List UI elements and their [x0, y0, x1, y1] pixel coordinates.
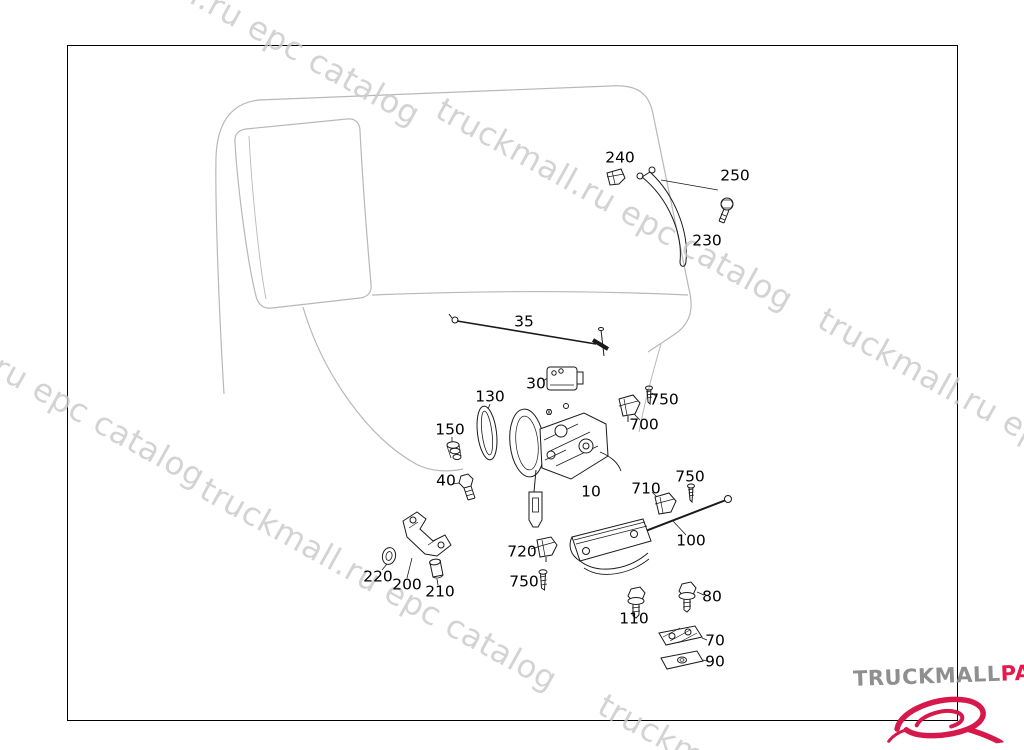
part-label-100[interactable]: 100 [676, 531, 706, 550]
part-label-35[interactable]: 35 [514, 312, 534, 331]
part-label-720[interactable]: 720 [507, 542, 537, 561]
part-label-110[interactable]: 110 [619, 609, 649, 628]
part-label-70[interactable]: 70 [705, 631, 725, 650]
part-label-30[interactable]: 30 [526, 374, 546, 393]
part-label-90[interactable]: 90 [705, 652, 725, 671]
part-label-710[interactable]: 710 [631, 479, 661, 498]
part-label-80[interactable]: 80 [702, 587, 722, 606]
part-label-750-c[interactable]: 750 [509, 572, 539, 591]
part-label-150[interactable]: 150 [435, 420, 465, 439]
part-label-210[interactable]: 210 [425, 582, 455, 601]
part-label-250[interactable]: 250 [720, 166, 750, 185]
brand-swirl-icon [887, 696, 1004, 746]
part-label-40[interactable]: 40 [436, 471, 456, 490]
part-label-230[interactable]: 230 [692, 231, 722, 250]
part-label-240[interactable]: 240 [605, 148, 635, 167]
part-label-750-a[interactable]: 750 [649, 390, 679, 409]
part-label-750-b[interactable]: 750 [675, 467, 705, 486]
part-label-220[interactable]: 220 [363, 567, 393, 586]
part-label-700[interactable]: 700 [629, 415, 659, 434]
part-label-130[interactable]: 130 [475, 387, 505, 406]
part-label-10[interactable]: 10 [581, 482, 601, 501]
diagram-border [67, 45, 958, 721]
part-label-200[interactable]: 200 [392, 575, 422, 594]
